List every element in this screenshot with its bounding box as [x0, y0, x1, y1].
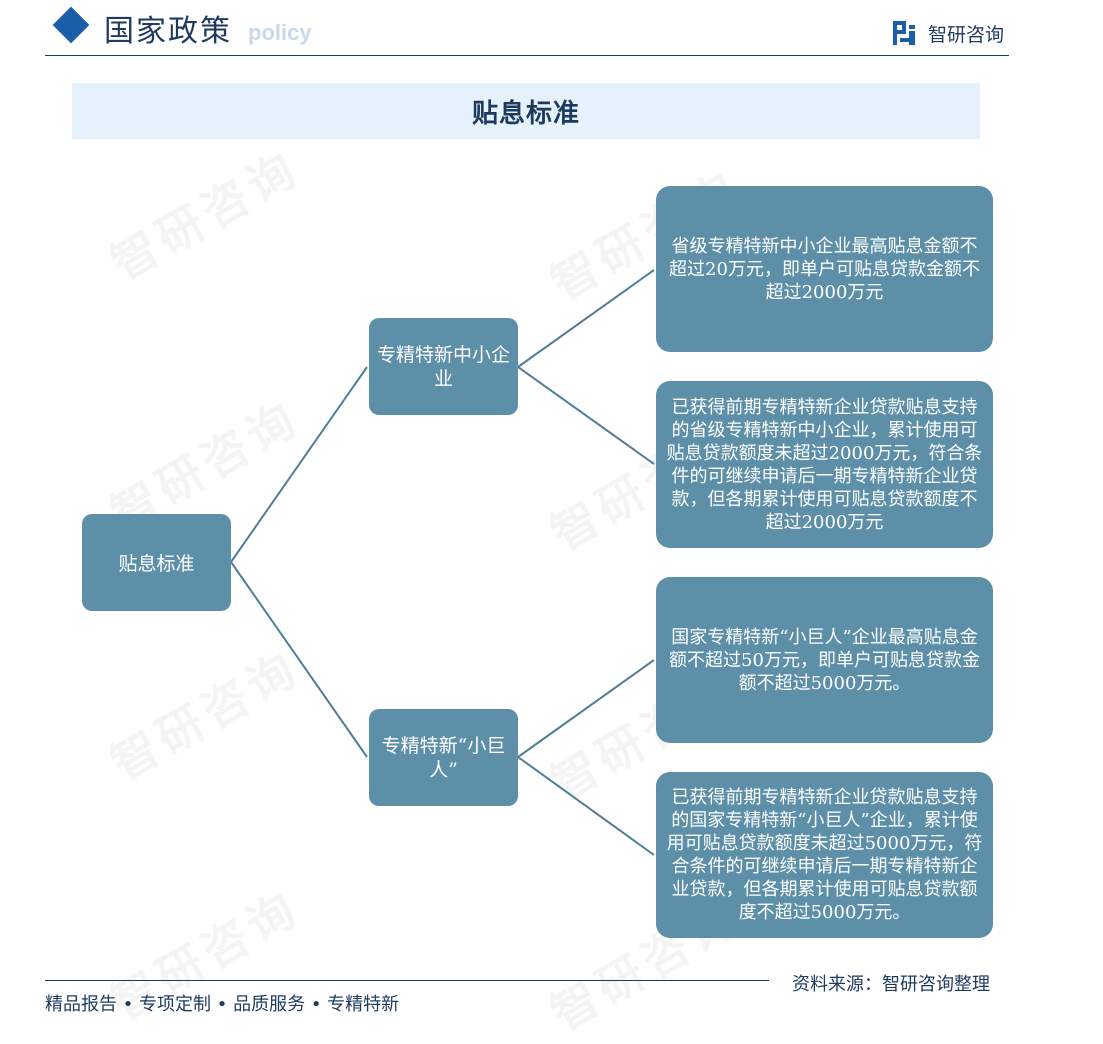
branch-node-little-giant: 专精特新“小巨人”	[369, 709, 518, 806]
connector-root-branch2	[230, 561, 368, 758]
brand-logo-icon	[893, 21, 915, 45]
leaf-node: 已获得前期专精特新企业贷款贴息支持的省级专精特新中小企业，累计使用可贴息贷款额度…	[656, 381, 993, 548]
page-subtitle: policy	[248, 20, 312, 45]
connector-branch1-leaf1	[517, 269, 655, 368]
page-title: 国家政策	[104, 14, 232, 49]
connector-branch2-leaf4	[517, 756, 655, 856]
connector-root-branch1	[230, 366, 368, 563]
connector-branch1-leaf2	[517, 366, 655, 465]
leaf-node: 省级专精特新中小企业最高贴息金额不超过20万元，即单户可贴息贷款金额不超过200…	[656, 186, 993, 352]
diagram-title: 贴息标准	[471, 98, 580, 129]
source-note: 资料来源：智研咨询整理	[792, 974, 990, 995]
footer-divider	[45, 980, 769, 981]
brand-name: 智研咨询	[928, 24, 1005, 46]
root-node: 贴息标准	[82, 514, 231, 611]
leaf-node: 已获得前期专精特新企业贷款贴息支持的国家专精特新“小巨人”企业，累计使用可贴息贷…	[656, 772, 993, 938]
connector-branch2-leaf3	[517, 659, 655, 758]
leaf-node: 国家专精特新“小巨人”企业最高贴息金额不超过50万元，即单户可贴息贷款金额不超过…	[656, 577, 993, 743]
diagram-title-band: 贴息标准	[72, 83, 980, 139]
branch-node-specialized-sme: 专精特新中小企业	[369, 318, 518, 415]
header-divider	[45, 55, 1009, 56]
footer-tagline: 精品报告 • 专项定制 • 品质服务 • 专精特新	[45, 994, 400, 1015]
